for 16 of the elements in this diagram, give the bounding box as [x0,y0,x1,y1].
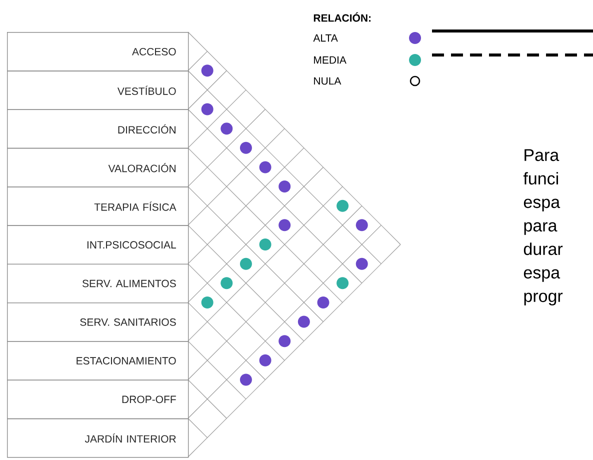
legend-label: NULA [314,77,342,85]
row-label-box: DROP-OFF [7,380,189,420]
legend-label: MEDIA [314,56,346,64]
legend-label: ALTA [313,34,338,42]
row-label-box: VESTÍBULO [7,70,189,110]
row-label-box: ACCESO [7,32,189,72]
row-label-box: ESTACIONAMIENTO [7,341,189,380]
row-label-box: INT.PSICOSOCIAL [7,225,189,265]
row-label-box: DIRECCIÓN [7,109,189,149]
row-label-box: TERAPIA FÍSICA [7,186,189,226]
row-label-box: SERV. ALIMENTOS [7,264,189,304]
row-label-box: VALORACIÓN [7,148,189,188]
row-label-box: JARDÍN INTERIOR [7,418,189,458]
row-label-box: SERV. SANITARIOS [7,302,189,342]
legend-title: RELACIÓN: [314,12,371,22]
body-text: Para funci espa para durar espa progr [523,149,563,306]
